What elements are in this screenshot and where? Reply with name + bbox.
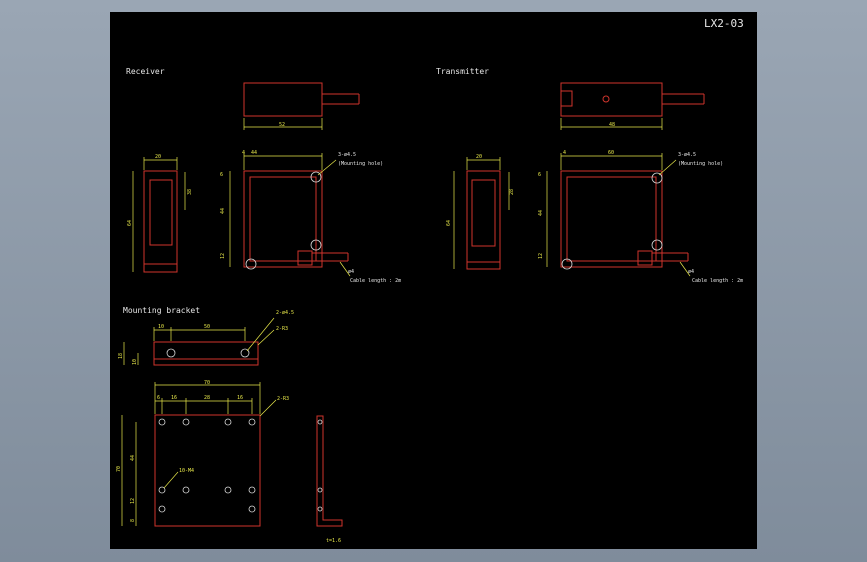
- bracket-top-hole-right: [240, 348, 250, 358]
- receiver-front-width: 44: [251, 150, 257, 156]
- receiver-title: Receiver: [126, 67, 165, 76]
- bracket-plate: [154, 414, 261, 527]
- receiver-top-width: 52: [279, 122, 285, 128]
- bracket-top-b: 50: [204, 324, 210, 330]
- receiver-side-body: [143, 170, 178, 273]
- receiver-top-body: [243, 82, 323, 117]
- receiver-hole-note2: (Mounting hole): [338, 161, 383, 167]
- transmitter-top-width: 48: [609, 122, 615, 128]
- bracket-top-d: 10: [132, 359, 138, 365]
- receiver-cable-note: Cable length : 2m: [350, 278, 401, 284]
- receiver-front-left1: 6: [220, 172, 223, 178]
- receiver-hole-mid: [310, 239, 322, 251]
- bracket-top-c: 18: [118, 353, 124, 359]
- transmitter-cable-note: Cable length : 2m: [692, 278, 743, 284]
- receiver-hole-top: [310, 171, 322, 183]
- transmitter-hole-note: 3-ø4.5: [678, 152, 696, 158]
- transmitter-title: Transmitter: [436, 67, 489, 76]
- receiver-front-top: 4: [242, 150, 245, 156]
- transmitter-front-body: [560, 170, 663, 268]
- transmitter-front-left1: 6: [538, 172, 541, 178]
- transmitter-side-body: [466, 170, 501, 270]
- transmitter-hole-top: [651, 172, 663, 184]
- bracket-top-holes: 2-ø4.5: [276, 310, 294, 316]
- transmitter-side-width: 20: [476, 154, 482, 160]
- receiver-front-body: [243, 170, 323, 268]
- receiver-hole-note: 3-ø4.5: [338, 152, 356, 158]
- bracket-thickness: t=1.6: [326, 538, 341, 544]
- receiver-group: Receiver 52 20 64: [126, 67, 401, 284]
- transmitter-front-bottom: 12: [538, 253, 544, 259]
- transmitter-cable-size: ø4: [688, 269, 694, 275]
- bracket-top-a: 10: [158, 324, 164, 330]
- bracket-top-view: [153, 341, 259, 366]
- transmitter-side-height: 64: [446, 220, 452, 226]
- transmitter-hole-mid: [651, 239, 663, 251]
- transmitter-front-height: 44: [538, 210, 544, 216]
- transmitter-hole-bottom: [561, 258, 573, 270]
- receiver-side-width: 20: [155, 154, 161, 160]
- bracket-plate-radius: 2-R3: [277, 396, 289, 402]
- transmitter-hole-note2: (Mounting hole): [678, 161, 723, 167]
- bracket-plate-h1: 44: [130, 455, 136, 461]
- receiver-side-inner: 38: [187, 189, 193, 195]
- transmitter-top-body: [560, 82, 663, 117]
- bracket-plate-holes: 10-M4: [179, 468, 194, 474]
- receiver-front-height: 44: [220, 208, 226, 214]
- transmitter-group: Transmitter 48 20: [436, 67, 743, 284]
- transmitter-front-width: 60: [608, 150, 614, 156]
- bracket-group: Mounting bracket 10 50 18 10 2-ø4.5: [116, 306, 343, 544]
- drawing-canvas[interactable]: LX2-03 Receiver 52 20: [110, 12, 757, 549]
- receiver-front-bottom: 12: [220, 253, 226, 259]
- bracket-plate-width: 70: [204, 380, 210, 386]
- bracket-plate-d1: 6: [157, 395, 160, 401]
- bracket-top-hole-left: [166, 348, 176, 358]
- bracket-plate-d4: 16: [237, 395, 243, 401]
- bracket-plate-d3: 28: [204, 395, 210, 401]
- receiver-hole-bottom: [245, 258, 257, 270]
- receiver-side-height: 64: [127, 220, 133, 226]
- bracket-plate-height: 70: [116, 466, 122, 472]
- bracket-profile: [316, 415, 343, 527]
- bracket-top-radius: 2-R3: [276, 326, 288, 332]
- technical-drawing: LX2-03 Receiver 52 20: [116, 17, 744, 544]
- bracket-plate-h3: 8: [130, 519, 136, 522]
- bracket-title: Mounting bracket: [123, 306, 200, 315]
- transmitter-front-top: 4: [563, 150, 566, 156]
- drawing-code: LX2-03: [704, 17, 744, 30]
- bracket-plate-d2: 16: [171, 395, 177, 401]
- bracket-plate-h2: 12: [130, 498, 136, 504]
- transmitter-side-inner: 28: [509, 189, 515, 195]
- receiver-cable-size: ø4: [348, 269, 354, 275]
